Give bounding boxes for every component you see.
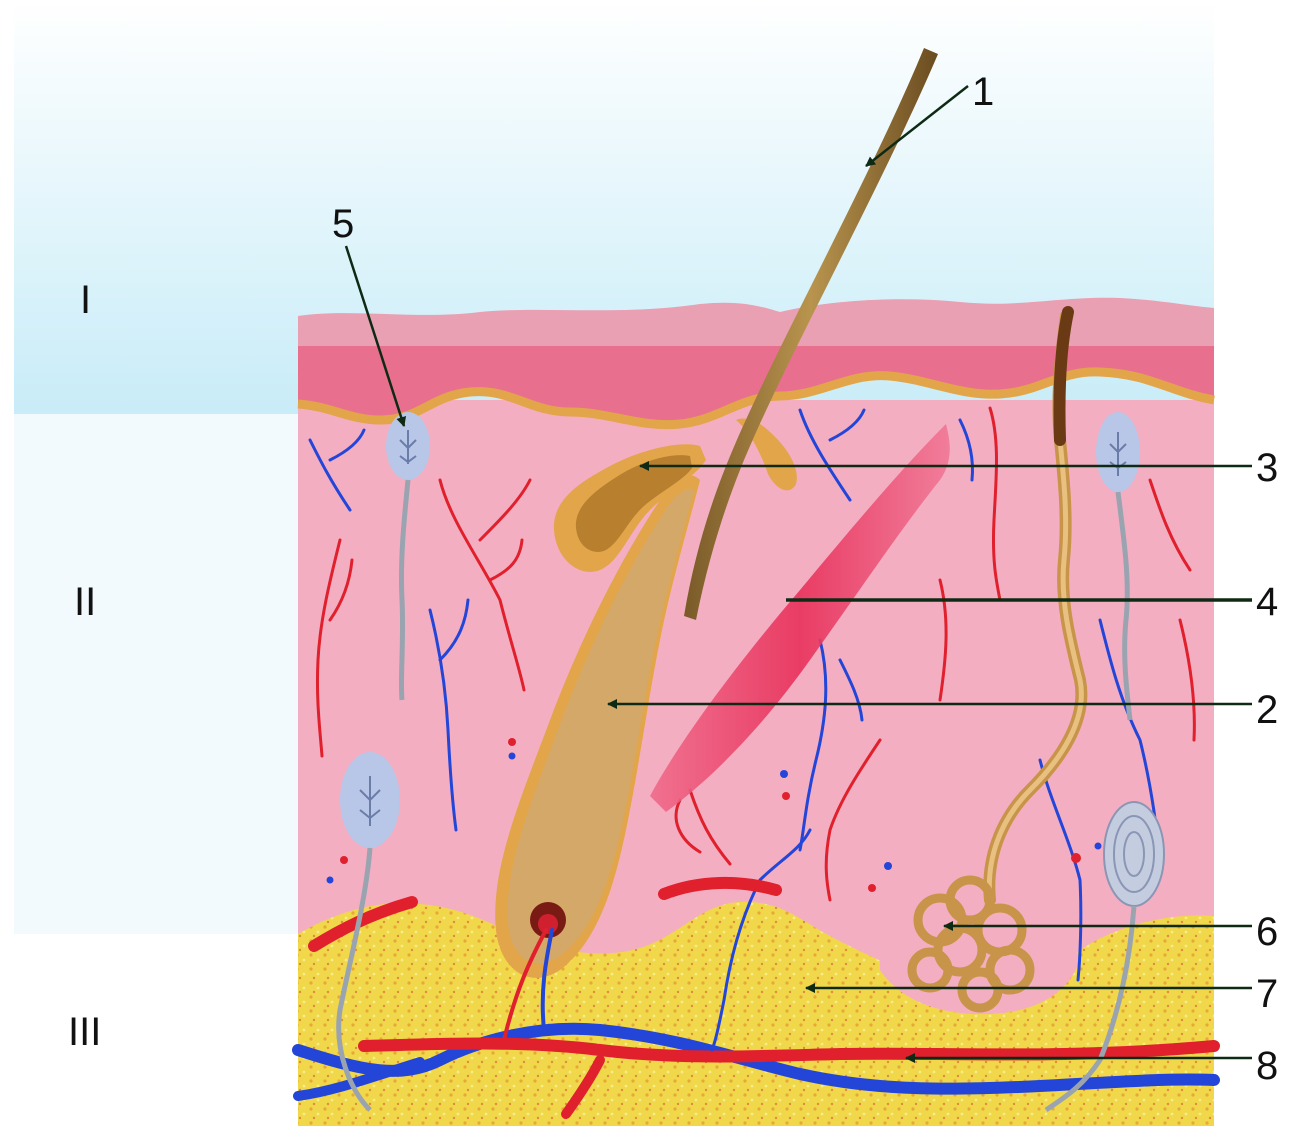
layer-label-I: I (80, 280, 91, 320)
number-label-7: 7 (1256, 974, 1278, 1014)
layer-label-III: III (68, 1012, 101, 1052)
number-label-5: 5 (332, 204, 354, 244)
number-label-6: 6 (1256, 912, 1278, 952)
layer-label-II: II (74, 582, 96, 622)
number-label-4: 4 (1256, 582, 1278, 622)
hair-papilla-core (538, 914, 558, 934)
number-label-1: 1 (972, 72, 994, 112)
number-label-8: 8 (1256, 1046, 1278, 1086)
left-margin-tint (14, 414, 298, 934)
number-label-3: 3 (1256, 448, 1278, 488)
number-label-2: 2 (1256, 690, 1278, 730)
